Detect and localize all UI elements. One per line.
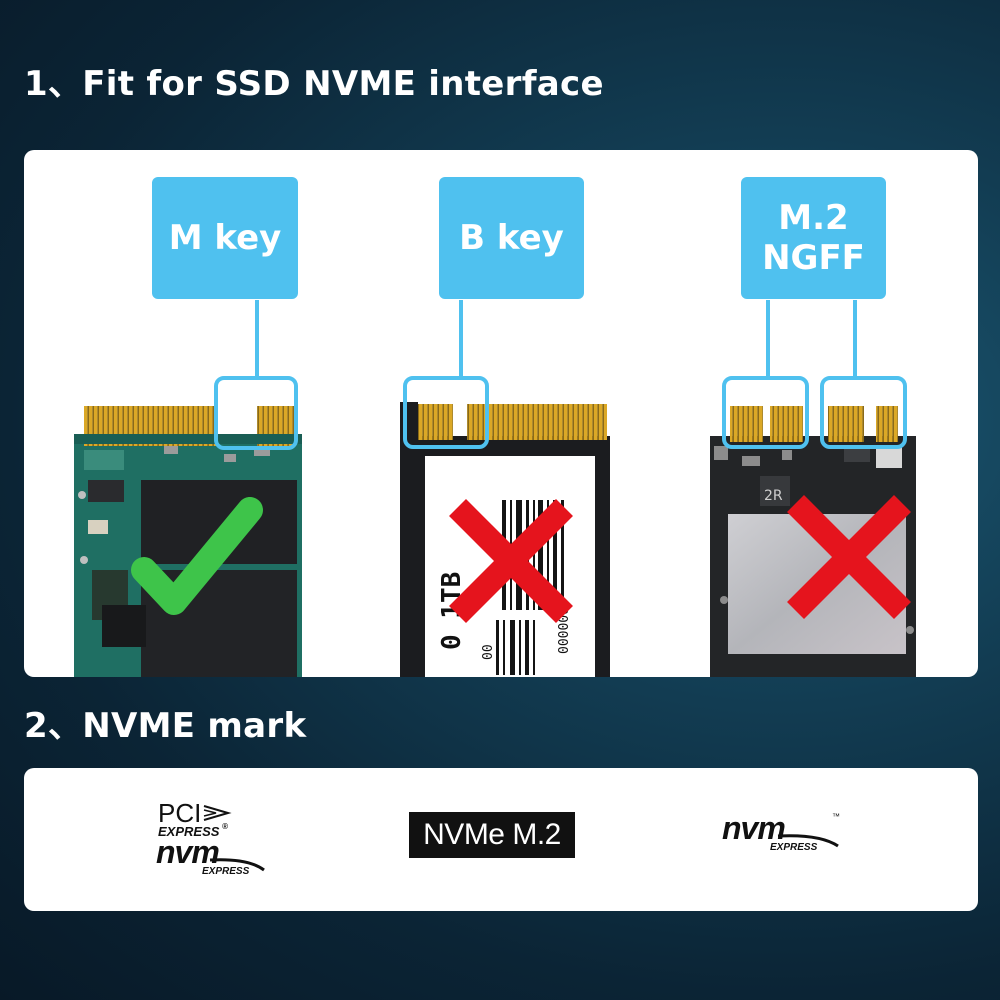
b-key-label-box: B key	[439, 177, 584, 299]
registered-mark: ®	[222, 822, 228, 831]
section-heading-mark: 2、NVME mark	[24, 706, 307, 746]
ngff-label-line1: M.2	[778, 197, 849, 238]
cross-icon	[787, 495, 911, 619]
nvm-swoosh-icon-2	[777, 834, 839, 848]
nvm-express-text-2: EXPRESS	[770, 842, 818, 853]
nvme-m2-text: NVMe M.2	[423, 818, 561, 851]
barcode-digits-2: 000000	[557, 607, 572, 654]
barcode-digits-1: 00	[481, 644, 496, 660]
cross-icon	[449, 499, 573, 623]
m-key-label-box: M key	[152, 177, 298, 299]
nvm-express-text-1: EXPRESS	[202, 866, 250, 877]
section-heading-interface: 1、Fit for SSD NVME interface	[24, 64, 604, 104]
trademark-mark: ™	[832, 812, 840, 821]
key-highlights	[214, 300, 907, 450]
ngff-label-box: M.2 NGFF	[741, 177, 886, 299]
b-key-label: B key	[459, 217, 564, 258]
nvm-swoosh-icon-1	[209, 858, 265, 872]
interface-panel: 0 1TB 00 000000 2R	[24, 150, 978, 677]
pci-chevron-icon	[203, 805, 232, 821]
chip-label: 2R	[764, 488, 783, 504]
ssd-illustrations: 0 1TB 00 000000 2R	[74, 300, 916, 677]
ssd-card-ngff: 2R	[710, 406, 916, 677]
ssd-card-b-key: 0 1TB 00 000000	[400, 402, 610, 677]
nvme-mark-panel: PCI EXPRESS ® nvm EXPRESS NVMe M.2 nvm ™…	[24, 768, 978, 911]
express-text: EXPRESS	[158, 824, 220, 839]
nvm-express-logo: nvm ™ EXPRESS	[722, 810, 847, 860]
nvm-text-1: nvm	[156, 834, 220, 870]
check-icon	[131, 497, 263, 615]
m-key-label: M key	[168, 217, 282, 258]
pci-text: PCI	[158, 798, 202, 828]
ngff-label-line2: NGFF	[762, 238, 865, 278]
pci-express-nvm-logo: PCI EXPRESS ® nvm EXPRESS	[156, 798, 281, 880]
nvm-text-2: nvm	[722, 810, 786, 846]
ssd-card-m-key	[74, 406, 302, 677]
nvme-m2-logo: NVMe M.2	[409, 812, 575, 858]
